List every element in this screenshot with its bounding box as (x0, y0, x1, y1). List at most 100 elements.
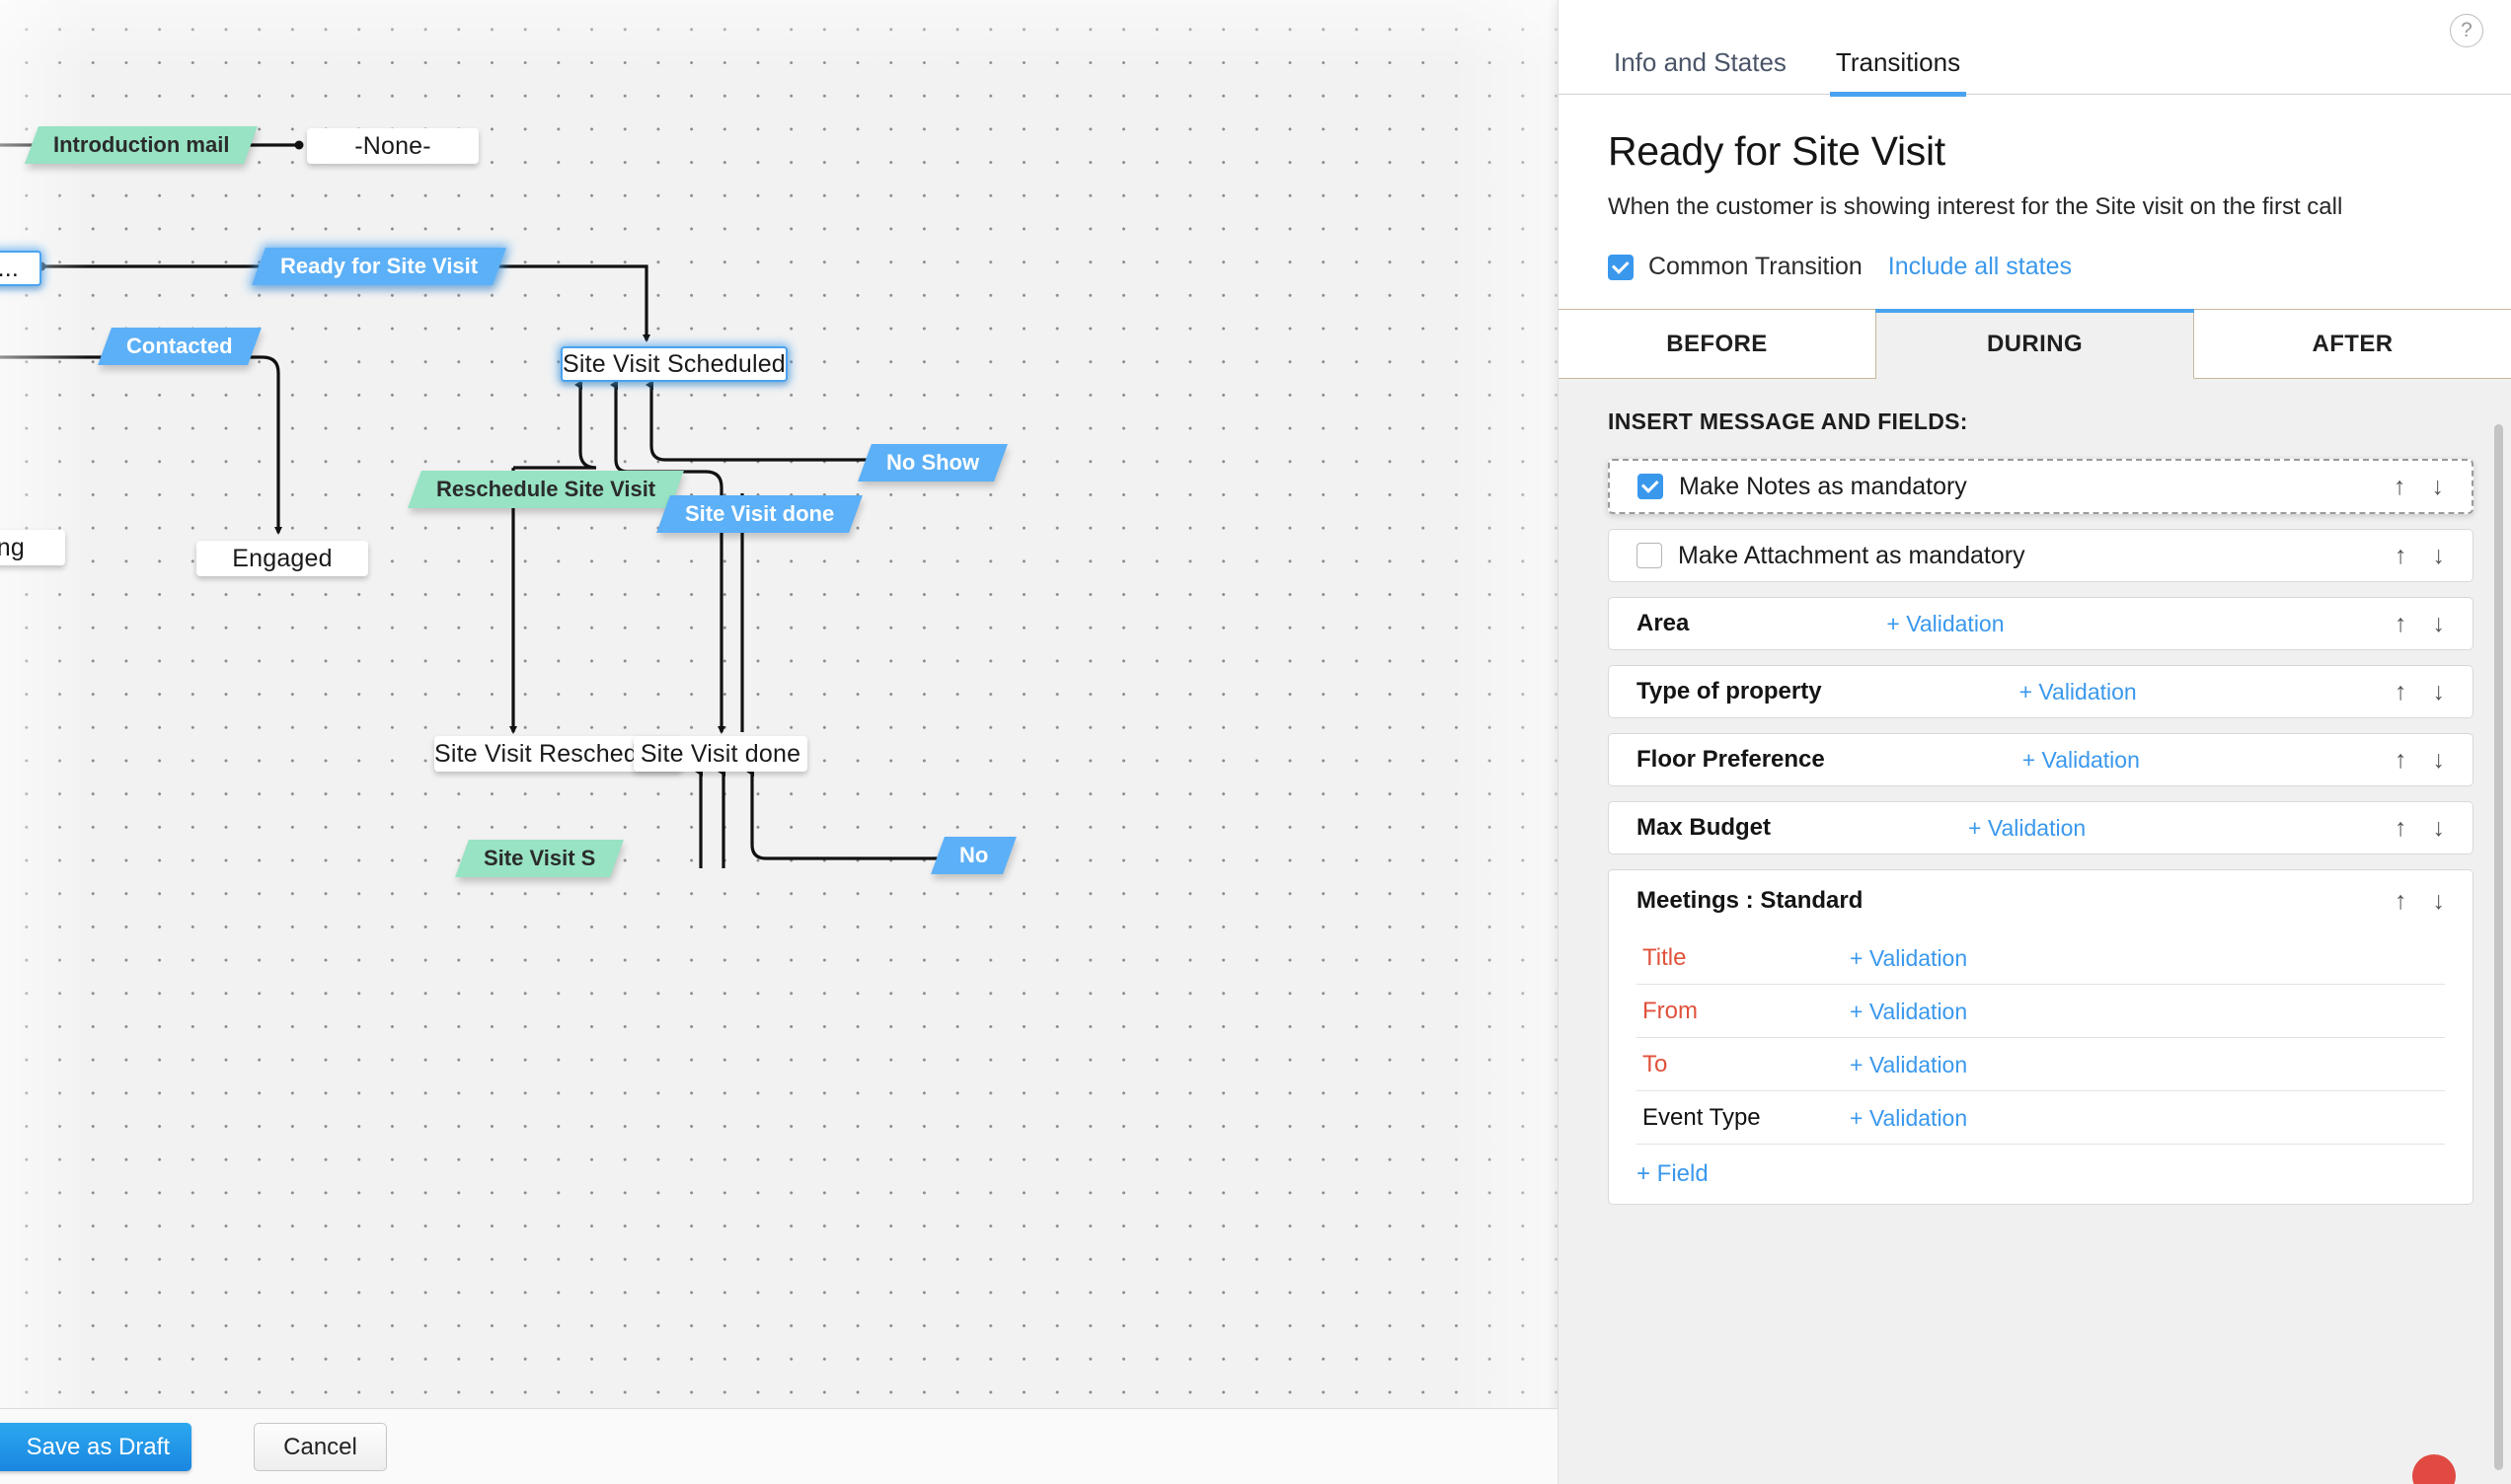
mandatory-checkbox[interactable] (1636, 543, 1662, 569)
transition-label-text: Reschedule Site Visit (436, 477, 656, 501)
field-card[interactable]: Floor Preference+ Validation↑↓ (1608, 733, 2473, 787)
move-up-icon[interactable]: ↑ (2395, 813, 2407, 842)
move-down-icon[interactable]: ↓ (2432, 813, 2446, 842)
sub-field-row[interactable]: Event Type + Validation (1636, 1091, 2445, 1146)
move-up-icon[interactable]: ↑ (2395, 541, 2407, 569)
add-validation-link[interactable]: + Validation (2018, 678, 2137, 705)
move-down-icon[interactable]: ↓ (2432, 886, 2446, 915)
sub-field-row[interactable]: From + Validation (1636, 985, 2445, 1039)
field-row: Area + Validation ↑ ↓ (1636, 598, 2445, 649)
reorder-arrows: ↑↓ (2395, 541, 2446, 569)
sub-field-name: Title (1642, 944, 1687, 972)
fields-list: Make Notes as mandatory↑↓Make Attachment… (1608, 459, 2473, 1206)
add-validation-link[interactable]: + Validation (2021, 746, 2140, 773)
workflow-node[interactable]: Site Visit Scheduled (561, 346, 788, 382)
workflow-node-label: -None- (354, 131, 431, 160)
sub-field-row[interactable]: Title + Validation (1636, 931, 2445, 986)
field-card[interactable]: Make Attachment as mandatory↑↓ (1608, 529, 2473, 583)
insert-fields-scroll-area[interactable]: INSERT MESSAGE AND FIELDS: Make Notes as… (1559, 379, 2511, 1484)
mandatory-label: Make Notes as mandatory (1679, 472, 1967, 500)
field-card[interactable]: Area + Validation ↑ ↓ (1608, 597, 2473, 651)
transition-label[interactable]: Site Visit S (455, 840, 625, 877)
transition-label[interactable]: Site Visit done (656, 495, 864, 533)
move-up-icon[interactable]: ↑ (2395, 886, 2407, 915)
transition-label[interactable]: Ready for Site Visit (252, 248, 507, 285)
save-as-draft-button[interactable]: Save as Draft (0, 1423, 191, 1471)
transition-label-text: No Show (886, 450, 980, 475)
panel-header: Ready for Site Visit When the customer i… (1559, 95, 2511, 309)
transition-label[interactable]: Contacted (98, 328, 262, 365)
move-down-icon[interactable]: ↓ (2432, 745, 2446, 774)
workflow-node-label: Site Visit Scheduled (563, 349, 786, 378)
transition-label-text: Ready for Site Visit (280, 254, 479, 278)
add-validation-link[interactable]: + Validation (1968, 814, 2087, 841)
stage-tab-before[interactable]: BEFORE (1559, 310, 1876, 380)
action-bar: Save as Draft Cancel (0, 1408, 1558, 1484)
workflow-node[interactable]: Site Visit done (634, 736, 807, 772)
field-group-label: Meetings : Standard (1636, 887, 1864, 915)
transition-label[interactable]: Introduction mail (25, 126, 259, 164)
field-card[interactable]: Type of property + Validation ↑ ↓ (1608, 665, 2473, 719)
notification-bubble[interactable] (2412, 1454, 2456, 1484)
common-transition-checkbox[interactable] (1608, 254, 1634, 280)
stage-tab-after[interactable]: AFTER (2194, 310, 2511, 380)
sub-field-name: From (1642, 998, 1698, 1025)
add-validation-link[interactable]: + Validation (1850, 944, 1968, 971)
move-up-icon[interactable]: ↑ (2394, 472, 2406, 500)
transition-label[interactable]: No Show (858, 444, 1009, 482)
help-icon[interactable]: ? (2450, 14, 2483, 47)
tab-transitions[interactable]: Transitions (1829, 47, 1967, 97)
panel-scrollbar[interactable] (2494, 424, 2503, 1471)
reorder-arrows: ↑↓ (2395, 886, 2446, 915)
workflow-node[interactable]: -None- (307, 128, 479, 164)
move-down-icon[interactable]: ↓ (2432, 541, 2446, 569)
sub-field-name: Event Type (1642, 1104, 1761, 1132)
move-down-icon[interactable]: ↓ (2432, 677, 2446, 705)
move-down-icon[interactable]: ↓ (2431, 472, 2445, 500)
insert-fields-heading: INSERT MESSAGE AND FIELDS: (1608, 408, 1968, 435)
workflow-canvas[interactable]: -None-s... Site Visit Scheduled ing Engaged… (0, 0, 1558, 1484)
transition-label-text: No (959, 843, 989, 867)
workflow-node[interactable]: s... (0, 251, 41, 286)
field-row: Max Budget+ Validation↑↓ (1636, 802, 2445, 853)
panel-tab-bar: Info and States Transitions ? (1559, 0, 2511, 97)
stage-tab-during[interactable]: DURING (1875, 309, 2194, 380)
add-validation-link[interactable]: + Validation (1886, 610, 2005, 636)
field-label: Type of property (1636, 678, 1822, 705)
field-card[interactable]: Make Notes as mandatory↑↓ (1608, 459, 2473, 515)
transition-label[interactable]: No (931, 837, 1018, 874)
field-card[interactable]: Max Budget+ Validation↑↓ (1608, 801, 2473, 855)
move-up-icon[interactable]: ↑ (2395, 677, 2407, 705)
sub-field-name: To (1642, 1051, 1668, 1078)
workflow-node-label: ing (0, 533, 25, 561)
tab-info-and-states[interactable]: Info and States (1614, 47, 1787, 77)
field-label: Area (1636, 610, 1690, 637)
move-up-icon[interactable]: ↑ (2395, 609, 2407, 637)
workflow-node-label: Site Visit done (640, 739, 801, 768)
field-group-header: Meetings : Standard↑↓ (1636, 870, 2445, 931)
add-validation-link[interactable]: + Validation (1850, 998, 1968, 1024)
move-up-icon[interactable]: ↑ (2395, 745, 2407, 774)
add-validation-link[interactable]: + Validation (1850, 1104, 1968, 1131)
reorder-arrows: ↑↓ (2394, 472, 2445, 500)
field-row: Floor Preference+ Validation↑↓ (1636, 734, 2445, 785)
mandatory-checkbox[interactable] (1637, 474, 1663, 500)
move-down-icon[interactable]: ↓ (2432, 609, 2446, 637)
workflow-node[interactable]: ing (0, 530, 65, 565)
cancel-button[interactable]: Cancel (254, 1423, 387, 1471)
common-transition-row: Common Transition Include all states (1608, 253, 2462, 309)
state-title: Ready for Site Visit (1608, 128, 1945, 174)
include-all-states-link[interactable]: Include all states (1887, 253, 2072, 281)
common-transition-label: Common Transition (1648, 253, 1863, 281)
transition-label-text: Site Visit done (685, 501, 835, 526)
transitions-panel: Info and States Transitions ? Ready for … (1558, 0, 2511, 1484)
transition-label[interactable]: Reschedule Site Visit (408, 471, 685, 508)
sub-field-row[interactable]: To + Validation (1636, 1038, 2445, 1092)
add-validation-link[interactable]: + Validation (1850, 1051, 1968, 1077)
stage-tab-bar: BEFORE DURING AFTER (1559, 309, 2511, 380)
workflow-node-label: s... (0, 254, 20, 282)
workflow-node[interactable]: Engaged (196, 541, 368, 576)
add-field-link[interactable]: + Field (1636, 1160, 1709, 1188)
